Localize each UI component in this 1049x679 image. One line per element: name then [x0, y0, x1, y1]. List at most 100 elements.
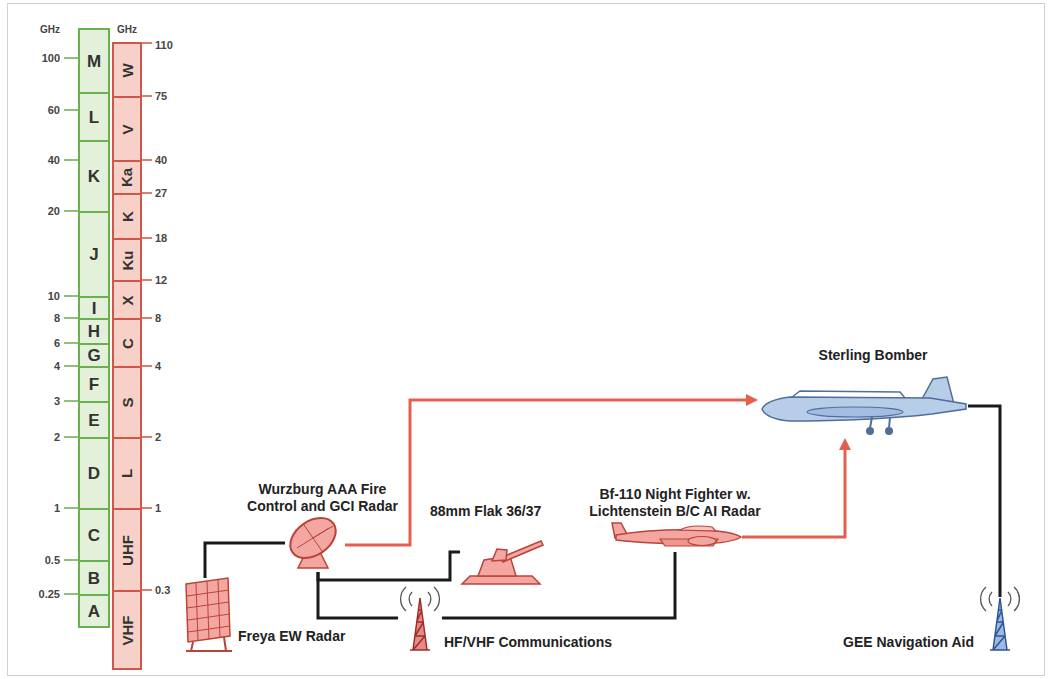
- radar-node: Freya EW Radar: [180, 578, 235, 652]
- navigation-tower-node: GEE Navigation Aid: [982, 597, 1018, 652]
- ieee-band-cell: Ku: [112, 238, 142, 282]
- band-letter: F: [89, 376, 99, 393]
- label-holder: 8: [54, 313, 60, 324]
- label-holder: 75: [155, 91, 167, 102]
- signal-arrow: [742, 444, 845, 537]
- band-letter: Ka: [120, 168, 135, 187]
- frame-border: [8, 4, 1045, 676]
- band-letter: G: [87, 347, 100, 364]
- nato-band-cell: G: [78, 343, 110, 368]
- flak-gun-icon: [462, 541, 543, 584]
- label-holder: 18: [155, 233, 167, 244]
- nato-band-cell: A: [78, 594, 110, 628]
- tick-label: 6: [54, 338, 60, 349]
- label-holder: 12: [155, 275, 167, 286]
- band-letter: B: [88, 570, 100, 587]
- radio-tower-node: HF/VHF Communications: [398, 587, 442, 652]
- array-stand: [186, 637, 232, 651]
- band-letter: M: [87, 53, 101, 70]
- label-holder: 40: [155, 155, 167, 166]
- bomber-icon: [762, 377, 966, 435]
- tick-label: 75: [155, 91, 167, 102]
- gun-shield: [492, 549, 507, 561]
- nato-band-cell: C: [78, 508, 110, 562]
- band-letter: I: [92, 300, 97, 317]
- tick-label: 8: [155, 313, 161, 324]
- ieee-band-cell: S: [112, 366, 142, 439]
- tick-label: 60: [48, 105, 60, 116]
- nato-band-cell: I: [78, 296, 110, 320]
- link-line: [318, 552, 460, 580]
- unit-label: GHz: [117, 25, 137, 35]
- label-holder: 2: [54, 432, 60, 443]
- flak-gun-node: 88mm Flak 36/37: [460, 540, 545, 588]
- tick-label: 3: [54, 396, 60, 407]
- label-holder: 4: [54, 361, 60, 372]
- label-holder: GHz: [40, 25, 60, 35]
- label-holder: 0.3: [155, 585, 170, 596]
- band-letter: J: [89, 246, 98, 263]
- band-letter: X: [119, 295, 134, 305]
- band-letter: L: [119, 469, 134, 478]
- band-letter: H: [88, 323, 100, 340]
- nato-band-cell: D: [78, 437, 110, 510]
- tick-label: 4: [54, 361, 60, 372]
- band-letter: L: [89, 109, 99, 126]
- ieee-band-cell: X: [112, 280, 142, 320]
- signal-arrow: [345, 400, 752, 545]
- engine: [688, 537, 716, 546]
- band-letter: Ku: [120, 250, 135, 270]
- tower-lattice: [410, 598, 430, 650]
- radio-waves: [401, 587, 440, 611]
- tick-label: 8: [54, 313, 60, 324]
- system-label: Freya EW Radar: [238, 628, 345, 645]
- label-holder: 10: [48, 291, 60, 302]
- tick-label: 2: [54, 432, 60, 443]
- band-letter: D: [88, 465, 100, 482]
- nato-band-cell: B: [78, 560, 110, 596]
- nato-band-cell: M: [78, 28, 110, 94]
- radar-node: Wurzburg AAA Fire Control and GCI Radar: [285, 518, 345, 572]
- tick-label: 100: [42, 53, 60, 64]
- link-line: [442, 552, 675, 618]
- fuselage: [762, 397, 966, 421]
- ieee-band-cell: UHF: [112, 508, 142, 592]
- nato-band-cell: L: [78, 92, 110, 142]
- band-letter: UHF: [120, 535, 135, 566]
- nato-band-cell: J: [78, 211, 110, 298]
- label-holder: 27: [155, 188, 167, 199]
- link-line: [968, 406, 1000, 597]
- tick-marks: [64, 58, 78, 594]
- array-grid: [187, 580, 230, 641]
- canopy-line: [792, 391, 905, 398]
- tick-marks: [142, 43, 152, 590]
- ieee-band-cell: K: [112, 193, 142, 240]
- tick-label: 0.3: [155, 585, 170, 596]
- band-letter: A: [88, 603, 100, 620]
- ieee-band-cell: VHF: [112, 590, 142, 670]
- tick-label: 4: [155, 361, 161, 372]
- label-holder: 8: [155, 313, 161, 324]
- ieee-band-cell: Ka: [112, 160, 142, 195]
- band-letter: S: [119, 397, 134, 407]
- label-holder: 6: [54, 338, 60, 349]
- gun-base: [462, 576, 540, 584]
- tick-label: 27: [155, 188, 167, 199]
- tick-label: 2: [155, 432, 161, 443]
- ieee-band-cell: L: [112, 437, 142, 510]
- label-holder: 110: [155, 40, 173, 51]
- label-holder: 1: [155, 503, 161, 514]
- wurzburg-radar-icon: [283, 510, 343, 568]
- wheel: [885, 427, 893, 435]
- bomber-node: Sterling Bomber: [758, 376, 968, 438]
- wing: [807, 407, 903, 417]
- freya-radar-icon: [186, 578, 232, 651]
- band-letter: W: [119, 63, 134, 77]
- antenna-array: [186, 578, 230, 642]
- tick-label: 0.25: [39, 589, 60, 600]
- ieee-band-cell: V: [112, 96, 142, 162]
- tick-label: 20: [48, 206, 60, 217]
- label-holder: 4: [155, 361, 161, 372]
